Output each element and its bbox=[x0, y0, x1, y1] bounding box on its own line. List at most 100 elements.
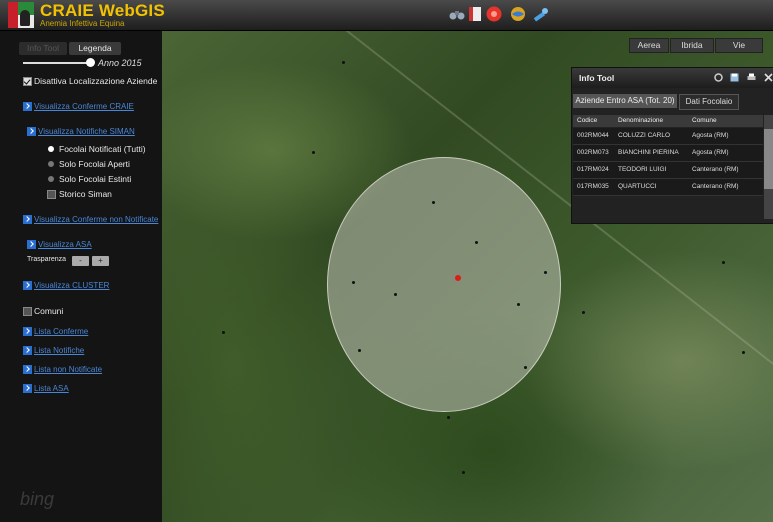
tab-info-tool[interactable]: Info Tool bbox=[19, 42, 67, 55]
storico-siman-checkbox[interactable] bbox=[47, 190, 56, 199]
azienda-point[interactable] bbox=[517, 303, 520, 306]
azienda-point[interactable] bbox=[582, 311, 585, 314]
link-lista-non-notificate[interactable]: Lista non Notificate bbox=[34, 365, 103, 374]
azienda-point[interactable] bbox=[222, 331, 225, 334]
expand-icon[interactable] bbox=[27, 127, 36, 136]
map-vie-button[interactable]: Vie bbox=[715, 38, 763, 53]
print-icon[interactable] bbox=[747, 73, 756, 82]
transparency-increase-button[interactable]: + bbox=[92, 256, 109, 266]
cell-comune: Canterano (RM) bbox=[692, 183, 739, 190]
year-slider-track[interactable] bbox=[23, 62, 89, 64]
azienda-point[interactable] bbox=[722, 261, 725, 264]
link-conferme-non-notificate[interactable]: Visualizza Conferme non Notificate bbox=[34, 215, 159, 224]
link-visualizza-cluster[interactable]: Visualizza CLUSTER bbox=[34, 281, 110, 290]
map-view[interactable]: Aerea Ibrida Vie Info Tool Aziende Entro… bbox=[162, 31, 773, 522]
tab-aziende-entro-asa[interactable]: Aziende Entro ASA (Tot. 20) bbox=[573, 94, 677, 108]
column-header[interactable]: Denominazione bbox=[618, 117, 664, 124]
azienda-point[interactable] bbox=[358, 349, 361, 352]
globe-icon[interactable] bbox=[510, 6, 526, 22]
table-row[interactable]: 017RM024 TEODORI LUIGI Canterano (RM) bbox=[573, 162, 763, 179]
link-visualizza-asa[interactable]: Visualizza ASA bbox=[38, 240, 92, 249]
map-ibrida-button[interactable]: Ibrida bbox=[670, 38, 714, 53]
cell-denominazione: BIANCHINI PIERINA bbox=[618, 149, 679, 156]
azienda-point[interactable] bbox=[544, 271, 547, 274]
sidebar: Info Tool Legenda Anno 2015 Disattiva Lo… bbox=[0, 31, 162, 522]
expand-icon[interactable] bbox=[23, 102, 32, 111]
year-slider-handle[interactable] bbox=[86, 58, 95, 67]
app-header: CRAIE WebGIS Anemia Infettiva Equina bbox=[0, 0, 773, 31]
azienda-point[interactable] bbox=[742, 351, 745, 354]
table-row[interactable]: 002RM073 BIANCHINI PIERINA Agosta (RM) bbox=[573, 145, 763, 162]
info-tool-panel: Info Tool Aziende Entro ASA (Tot. 20) Da… bbox=[571, 67, 773, 224]
azienda-point[interactable] bbox=[524, 366, 527, 369]
radio-label: Solo Focolai Estinti bbox=[59, 174, 132, 184]
table-row[interactable]: 002RM044 COLUZZI CARLO Agosta (RM) bbox=[573, 128, 763, 145]
azienda-point[interactable] bbox=[475, 241, 478, 244]
list-icon[interactable] bbox=[23, 327, 32, 336]
azienda-point[interactable] bbox=[462, 471, 465, 474]
app-logo bbox=[8, 2, 34, 28]
azienda-point[interactable] bbox=[447, 416, 450, 419]
cell-comune: Agosta (RM) bbox=[692, 149, 729, 156]
radio-label: Solo Focolai Aperti bbox=[59, 159, 130, 169]
cell-denominazione: QUARTUCCI bbox=[618, 183, 657, 190]
cell-codice: 002RM073 bbox=[577, 149, 609, 156]
tab-legenda[interactable]: Legenda bbox=[69, 42, 121, 55]
refresh-icon[interactable] bbox=[714, 73, 723, 82]
expand-icon[interactable] bbox=[23, 215, 32, 224]
table-scrollbar[interactable] bbox=[764, 115, 773, 219]
cell-codice: 002RM044 bbox=[577, 132, 609, 139]
year-label: Anno 2015 bbox=[98, 58, 142, 68]
cell-codice: 017RM024 bbox=[577, 166, 609, 173]
azienda-point[interactable] bbox=[342, 61, 345, 64]
azienda-point[interactable] bbox=[352, 281, 355, 284]
stop-icon[interactable] bbox=[486, 6, 502, 22]
cell-comune: Agosta (RM) bbox=[692, 132, 729, 139]
link-lista-conferme[interactable]: Lista Conferme bbox=[34, 327, 89, 336]
asa-buffer-circle bbox=[327, 157, 561, 412]
radio-focolai-estinti[interactable] bbox=[48, 176, 54, 182]
disattiva-label: Disattiva Localizzazione Aziende bbox=[34, 76, 158, 86]
focolaio-marker[interactable] bbox=[455, 275, 461, 281]
app-title: CRAIE WebGIS bbox=[40, 1, 165, 20]
info-tool-header: Info Tool bbox=[572, 68, 773, 88]
disattiva-checkbox[interactable] bbox=[23, 77, 32, 86]
list-icon[interactable] bbox=[23, 346, 32, 355]
close-icon[interactable] bbox=[764, 73, 773, 82]
link-notifiche-siman[interactable]: Visualizza Notifiche SIMAN bbox=[38, 127, 135, 136]
storico-siman-label: Storico Siman bbox=[59, 189, 112, 199]
comuni-label: Comuni bbox=[34, 306, 64, 316]
radio-label: Focolai Notificati (Tutti) bbox=[59, 144, 146, 154]
link-lista-asa[interactable]: Lista ASA bbox=[34, 384, 69, 393]
bing-logo: bing bbox=[20, 489, 55, 509]
tab-dati-focolaio[interactable]: Dati Focolaio bbox=[679, 94, 739, 110]
azienda-point[interactable] bbox=[312, 151, 315, 154]
radio-focolai-tutti[interactable] bbox=[48, 146, 54, 152]
radio-focolai-aperti[interactable] bbox=[48, 161, 54, 167]
cell-denominazione: COLUZZI CARLO bbox=[618, 132, 671, 139]
book-icon[interactable] bbox=[468, 6, 482, 22]
azienda-point[interactable] bbox=[432, 201, 435, 204]
cell-denominazione: TEODORI LUIGI bbox=[618, 166, 667, 173]
table-header: Codice Denominazione Comune bbox=[573, 115, 763, 127]
comuni-checkbox[interactable] bbox=[23, 307, 32, 316]
column-header[interactable]: Comune bbox=[692, 117, 717, 124]
map-aerea-button[interactable]: Aerea bbox=[629, 38, 669, 53]
list-icon[interactable] bbox=[23, 365, 32, 374]
list-icon[interactable] bbox=[23, 384, 32, 393]
binoculars-icon[interactable] bbox=[449, 6, 465, 22]
link-conferme-craie[interactable]: Visualizza Conferme CRAIE bbox=[34, 102, 134, 111]
link-lista-notifiche[interactable]: Lista Notifiche bbox=[34, 346, 85, 355]
scrollbar-thumb[interactable] bbox=[764, 129, 773, 189]
column-header[interactable]: Codice bbox=[577, 117, 598, 124]
transparency-decrease-button[interactable]: - bbox=[72, 256, 89, 266]
cell-comune: Canterano (RM) bbox=[692, 166, 739, 173]
azienda-point[interactable] bbox=[394, 293, 397, 296]
save-icon[interactable] bbox=[730, 73, 739, 82]
app-subtitle: Anemia Infettiva Equina bbox=[40, 19, 125, 28]
expand-icon[interactable] bbox=[23, 281, 32, 290]
expand-icon[interactable] bbox=[27, 240, 36, 249]
cell-codice: 017RM035 bbox=[577, 183, 609, 190]
table-row[interactable]: 017RM035 QUARTUCCI Canterano (RM) bbox=[573, 179, 763, 196]
tools-icon[interactable] bbox=[533, 6, 549, 22]
